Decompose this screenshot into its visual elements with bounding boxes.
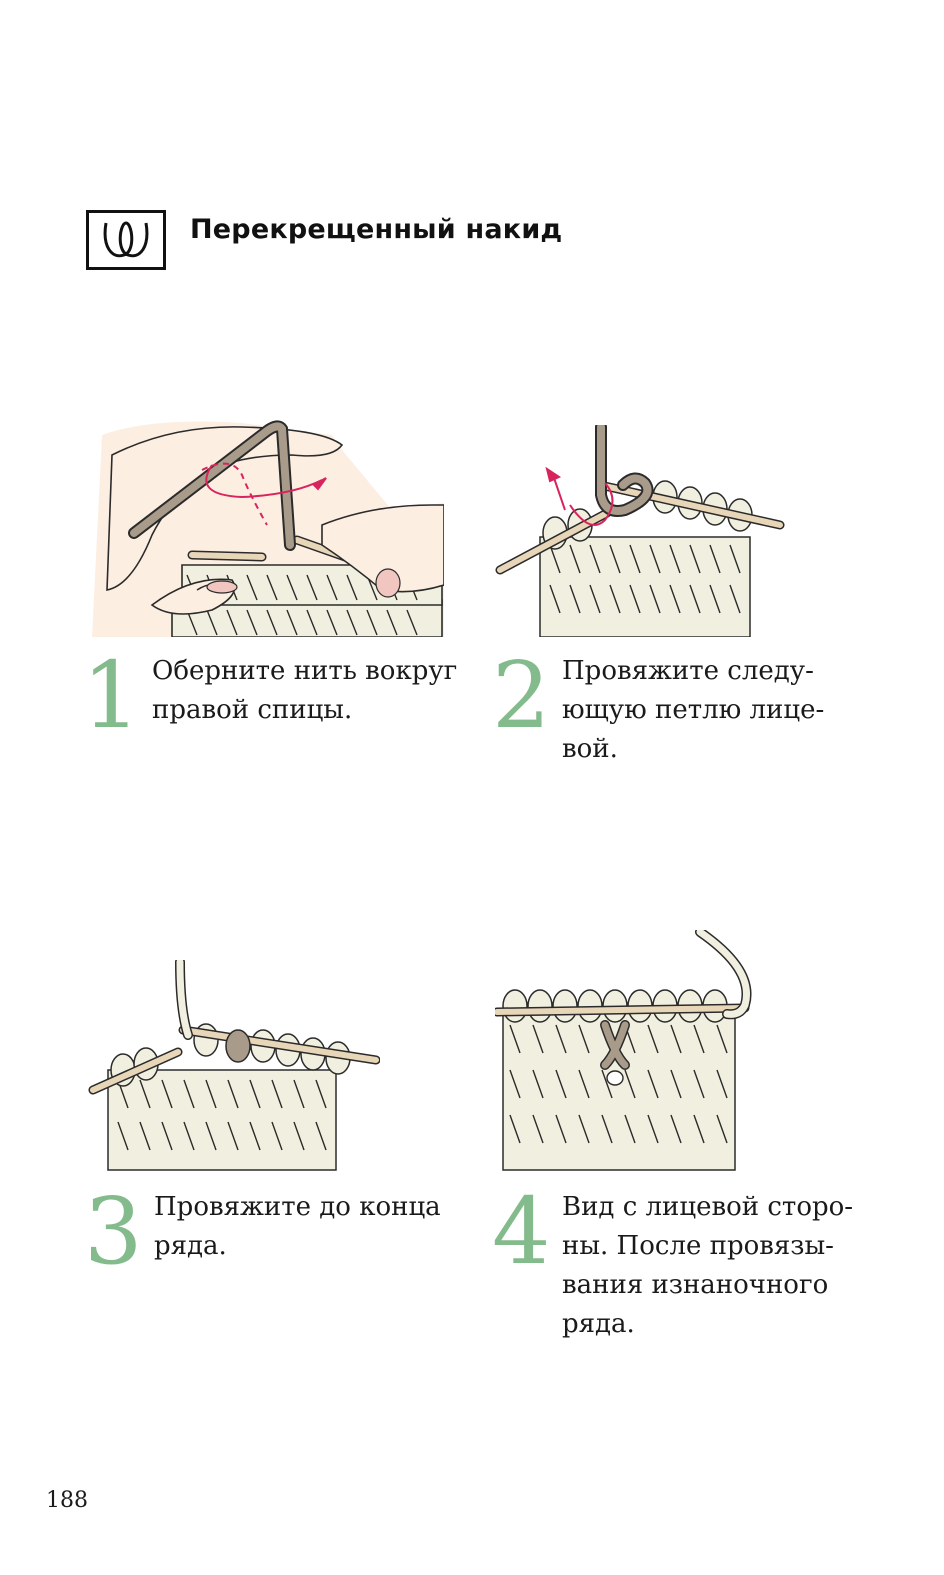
step-text-line: правой спицы. <box>152 695 353 725</box>
step-description: Провяжите следу- ющую петлю лице- вой. <box>562 652 824 769</box>
step-1-illustration <box>92 415 444 637</box>
step-text-line: ряда. <box>154 1231 227 1261</box>
step-text-line: ны. После провязы- <box>562 1231 834 1261</box>
step-4-illustration <box>495 930 755 1172</box>
section-header: Перекрещенный накид <box>86 210 562 270</box>
step-description: Провяжите до конца ряда. <box>154 1188 441 1266</box>
step-text-line: ющую петлю лице- <box>562 695 825 725</box>
step-1: 1 Оберните нить вокруг правой спицы. <box>82 650 457 742</box>
step-2: 2 Провяжите следу- ющую петлю лице- вой. <box>492 650 824 769</box>
step-text-line: вой. <box>562 734 618 764</box>
page-title: Перекрещенный накид <box>190 213 563 245</box>
step-number: 2 <box>492 642 551 749</box>
step-text-line: Провяжите до конца <box>154 1192 441 1222</box>
crossed-yarn-over-symbol-icon <box>86 210 166 270</box>
step-3: 3 Провяжите до конца ряда. <box>84 1186 441 1278</box>
step-text-line: вания изнаночного <box>562 1270 829 1300</box>
step-text-line: Оберните нить вокруг <box>152 656 458 686</box>
step-text-line: ряда. <box>562 1309 635 1339</box>
page-number: 188 <box>46 1488 88 1513</box>
step-number: 3 <box>84 1178 143 1285</box>
step-description: Оберните нить вокруг правой спицы. <box>152 652 457 730</box>
step-number: 1 <box>82 642 141 749</box>
step-text-line: Провяжите следу- <box>562 656 814 686</box>
step-description: Вид с лицевой сторо- ны. После провязы- … <box>562 1188 853 1344</box>
step-text-line: Вид с лицевой сторо- <box>562 1192 854 1222</box>
step-4: 4 Вид с лицевой сторо- ны. После провязы… <box>492 1186 853 1344</box>
step-3-illustration <box>88 960 380 1172</box>
step-number: 4 <box>492 1178 551 1285</box>
step-2-illustration <box>495 425 785 637</box>
